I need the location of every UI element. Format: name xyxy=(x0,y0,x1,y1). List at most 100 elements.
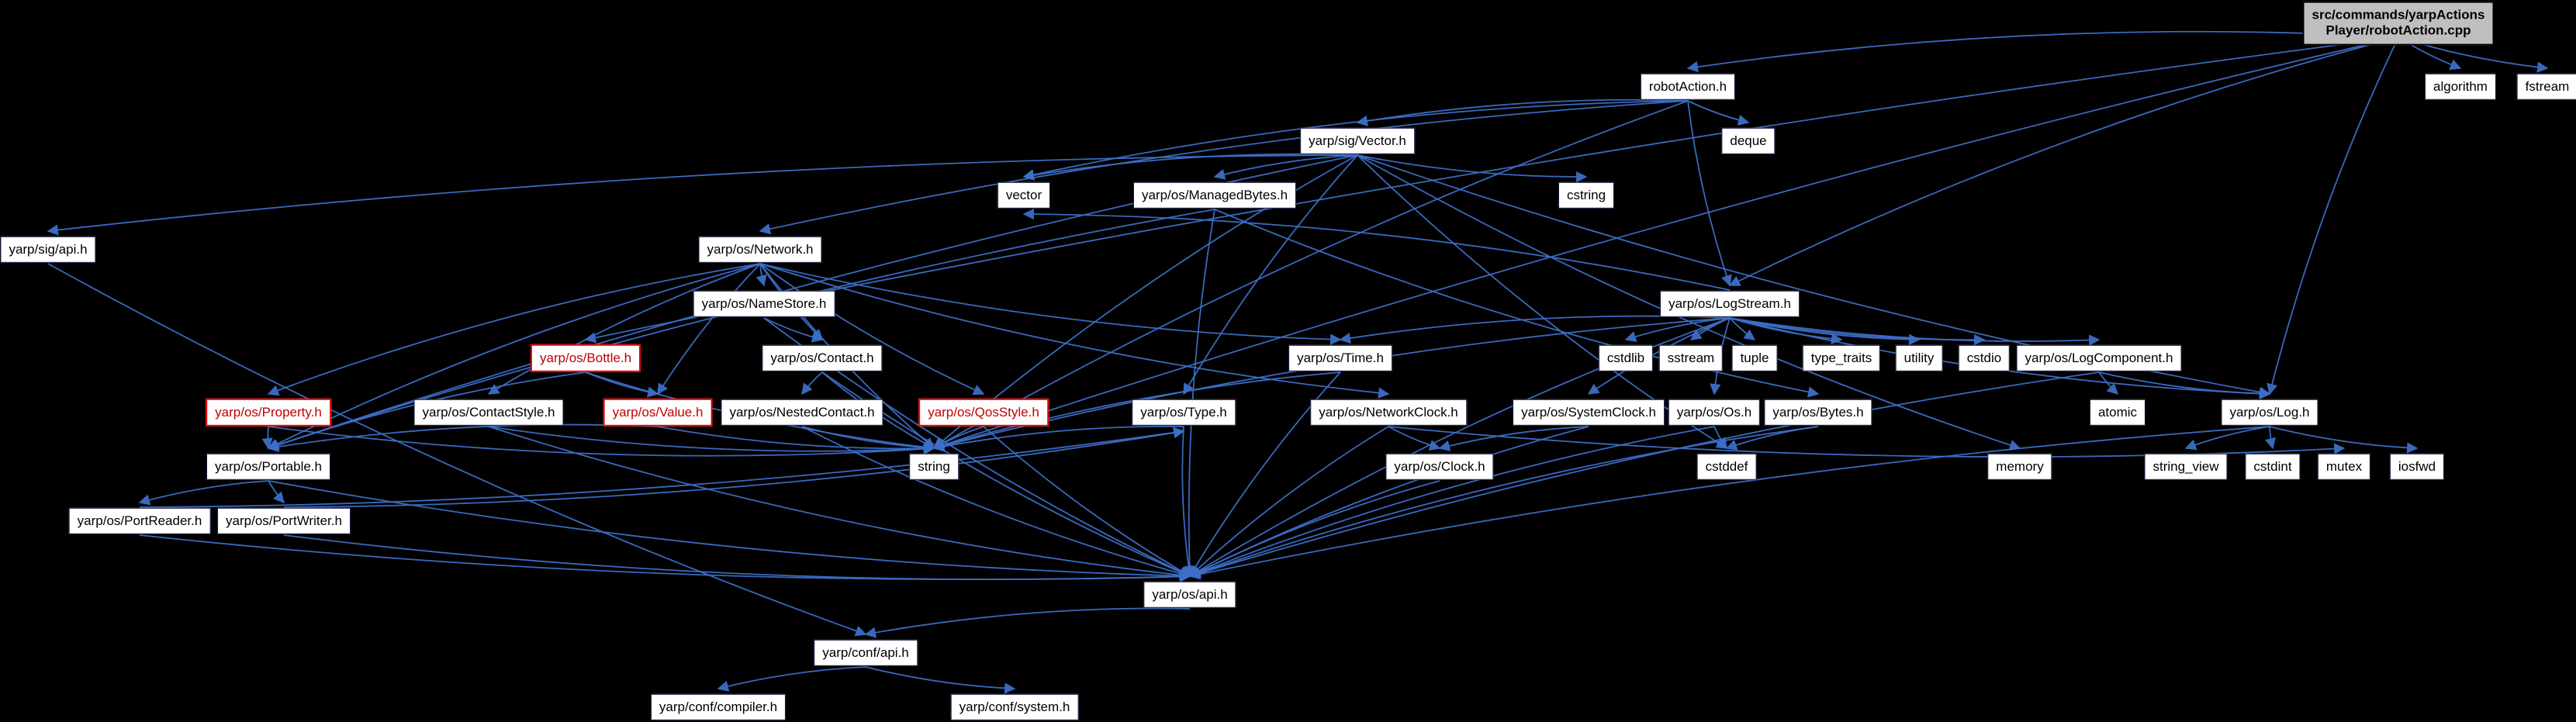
node-algorithm[interactable]: algorithm xyxy=(2425,73,2496,101)
node-networkclock[interactable]: yarp/os/NetworkClock.h xyxy=(1310,399,1467,427)
node-clock[interactable]: yarp/os/Clock.h xyxy=(1385,453,1494,481)
edge-network--networkclock xyxy=(759,263,1390,399)
node-portwriter[interactable]: yarp/os/PortWriter.h xyxy=(217,507,351,535)
node-portable[interactable]: yarp/os/Portable.h xyxy=(206,453,330,481)
node-memory[interactable]: memory xyxy=(1987,453,2052,481)
edge-portwriter--os_api xyxy=(283,534,1191,582)
node-sig_vector[interactable]: yarp/sig/Vector.h xyxy=(1300,127,1415,155)
node-property[interactable]: yarp/os/Property.h xyxy=(206,398,331,427)
node-qosstyle[interactable]: yarp/os/QosStyle.h xyxy=(918,398,1049,427)
edge-network--qosstyle xyxy=(759,263,985,396)
edge-cpp--logstream xyxy=(1728,36,2399,286)
edge-sig_vector--cstring xyxy=(1357,154,1588,183)
edge-portable--portwriter xyxy=(268,480,285,504)
edge-os--cstddef xyxy=(1713,426,1727,450)
edge-portable--portreader xyxy=(138,480,269,506)
node-vector[interactable]: vector xyxy=(997,181,1051,209)
edge-logstream--systemclock xyxy=(1587,317,1731,395)
edge-sig_vector--type xyxy=(1183,154,1358,396)
edge-networkclock--os_api xyxy=(1188,426,1389,577)
node-logcomponent[interactable]: yarp/os/LogComponent.h xyxy=(2016,344,2182,372)
edge-log--os_api xyxy=(1188,426,2270,580)
edge-cpp--bottle xyxy=(584,36,2399,344)
node-robotaction_h[interactable]: robotAction.h xyxy=(1640,73,1736,101)
node-compiler[interactable]: yarp/conf/compiler.h xyxy=(650,693,787,721)
node-iosfwd[interactable]: iosfwd xyxy=(2389,453,2445,481)
edge-log--cstdint xyxy=(2264,426,2276,450)
node-network[interactable]: yarp/os/Network.h xyxy=(698,236,822,264)
edge-robotaction_h--logstream xyxy=(1687,100,1732,287)
node-os_api[interactable]: yarp/os/api.h xyxy=(1143,581,1236,609)
edge-nestedcontact--string xyxy=(801,426,935,454)
edge-log--string_view xyxy=(2184,426,2270,451)
edge-logstream--vector xyxy=(1022,208,1731,291)
node-conf_api[interactable]: yarp/conf/api.h xyxy=(814,639,918,667)
edge-robotaction_h--string xyxy=(932,100,1689,449)
edge-network--namestore xyxy=(756,263,767,287)
edge-logstream--type_traits xyxy=(1729,317,1843,344)
edge-os--os_api xyxy=(1188,426,1715,578)
node-nestedcontact[interactable]: yarp/os/NestedContact.h xyxy=(721,399,883,427)
node-deque[interactable]: deque xyxy=(1721,127,1776,155)
edge-namestore--contact xyxy=(763,317,824,343)
node-portreader[interactable]: yarp/os/PortReader.h xyxy=(68,507,211,535)
node-cstdlib[interactable]: cstdlib xyxy=(1598,344,1654,372)
node-type[interactable]: yarp/os/Type.h xyxy=(1132,399,1236,427)
node-string[interactable]: string xyxy=(909,453,959,481)
edge-nestedcontact--os_api xyxy=(801,426,1191,579)
node-os[interactable]: yarp/os/Os.h xyxy=(1668,399,1761,427)
edge-cpp--string xyxy=(932,36,2399,451)
edge-network--time xyxy=(759,263,1342,345)
edge-contactstyle--string xyxy=(488,426,935,454)
edge-cpp--robotaction_h xyxy=(1686,30,2399,73)
node-systemclock[interactable]: yarp/os/SystemClock.h xyxy=(1513,399,1665,427)
edge-sig_vector--sig_api xyxy=(47,154,1358,236)
edge-sig_vector--memory xyxy=(1357,154,2021,451)
edge-bytes--cstddef xyxy=(1725,426,1819,451)
edge-type--string xyxy=(932,425,1184,452)
node-tuple[interactable]: tuple xyxy=(1731,344,1778,372)
node-utility[interactable]: utility xyxy=(1895,344,1943,372)
edge-sig_vector--managedbytes xyxy=(1213,154,1358,180)
node-logstream[interactable]: yarp/os/LogStream.h xyxy=(1660,290,1800,318)
edge-os_api--conf_api xyxy=(864,607,1191,638)
node-sig_api[interactable]: yarp/sig/api.h xyxy=(0,236,96,264)
node-atomic[interactable]: atomic xyxy=(2089,399,2146,427)
node-value[interactable]: yarp/os/Value.h xyxy=(603,398,713,427)
edge-portreader--type xyxy=(139,427,1185,508)
edge-cpp--log xyxy=(2267,36,2399,396)
node-time[interactable]: yarp/os/Time.h xyxy=(1288,344,1392,372)
edge-property--string xyxy=(268,426,935,457)
edge-robotaction_h--network xyxy=(759,100,1689,235)
node-fstream[interactable]: fstream xyxy=(2516,73,2576,101)
node-contactstyle[interactable]: yarp/os/ContactStyle.h xyxy=(413,399,564,427)
edge-logstream--tuple xyxy=(1729,317,1756,340)
edge-logstream--cstdio xyxy=(1729,317,1986,346)
node-namestore[interactable]: yarp/os/NameStore.h xyxy=(693,290,835,318)
node-conf_system[interactable]: yarp/conf/system.h xyxy=(950,693,1079,721)
node-sstream[interactable]: sstream xyxy=(1658,344,1724,372)
node-cpp[interactable]: src/commands/yarpActions Player/robotAct… xyxy=(2302,1,2495,46)
node-type_traits[interactable]: type_traits xyxy=(1802,344,1881,372)
edge-network--value xyxy=(657,263,761,396)
node-log[interactable]: yarp/os/Log.h xyxy=(2221,399,2318,427)
node-cstddef[interactable]: cstddef xyxy=(1696,453,1757,481)
edge-contact--nestedcontact xyxy=(801,371,823,396)
node-bottle[interactable]: yarp/os/Bottle.h xyxy=(530,344,641,373)
node-managedbytes[interactable]: yarp/os/ManagedBytes.h xyxy=(1132,181,1297,209)
edge-clock--os_api xyxy=(1188,480,1440,577)
node-contact[interactable]: yarp/os/Contact.h xyxy=(762,344,883,372)
node-string_view[interactable]: string_view xyxy=(2144,453,2228,481)
edge-value--string xyxy=(657,426,935,454)
edge-qosstyle--os_api xyxy=(983,426,1191,577)
node-cstdint[interactable]: cstdint xyxy=(2245,453,2301,481)
edge-logcomponent--atomic xyxy=(2098,371,2119,395)
node-mutex[interactable]: mutex xyxy=(2317,453,2371,481)
edge-logcomponent--os_api xyxy=(1188,371,2100,579)
node-cstring[interactable]: cstring xyxy=(1558,181,1615,209)
edge-systemclock--clock xyxy=(1438,426,1589,451)
node-cstdio[interactable]: cstdio xyxy=(1958,344,2011,372)
edge-networkclock--clock xyxy=(1388,426,1441,451)
edge-robotaction_h--deque xyxy=(1687,100,1750,126)
node-bytes[interactable]: yarp/os/Bytes.h xyxy=(1764,399,1872,427)
